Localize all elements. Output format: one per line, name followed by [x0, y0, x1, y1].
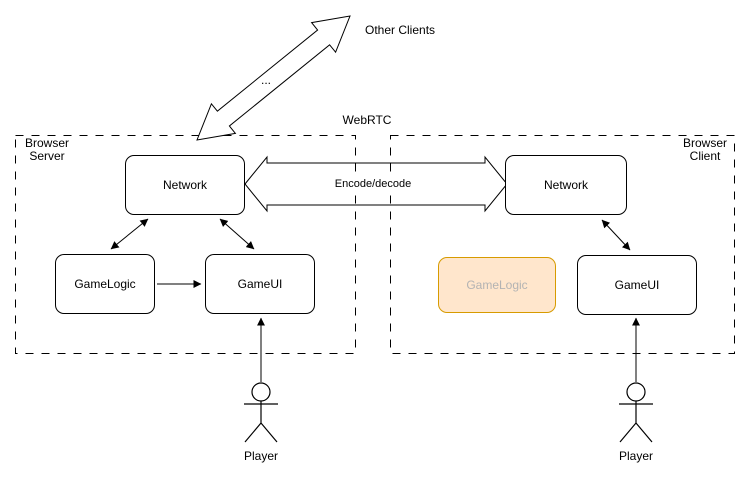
server-player-label: Player	[243, 449, 278, 463]
server-gameui-node: GameUI	[205, 254, 315, 314]
browser-client-group-outline	[390, 135, 735, 354]
client-gameui-node: GameUI	[577, 255, 697, 315]
client-player-label: Player	[618, 449, 653, 463]
client-gamelogic-node: GameLogic	[438, 257, 556, 313]
server-network-node: Network	[125, 155, 245, 215]
other-clients-arrow	[196, 15, 351, 141]
webrtc-label: WebRTC	[342, 113, 392, 127]
client-network-gameui-arrow	[601, 219, 631, 251]
ellipsis-label: ...	[260, 73, 271, 87]
server-network-gameui-arrow	[219, 218, 255, 250]
encode-decode-label: Encode/decode	[331, 178, 415, 191]
client-network-node: Network	[505, 155, 627, 215]
server-gamelogic-node: GameLogic	[55, 254, 155, 314]
other-clients-label: Other Clients	[365, 23, 436, 37]
server-network-gamelogic-arrow	[110, 218, 149, 250]
browser-server-group-label: Browser Server	[24, 136, 69, 163]
browser-server-group-outline	[15, 135, 356, 354]
browser-client-group-label: Browser Client	[682, 136, 727, 163]
server-player-figure	[244, 382, 278, 443]
client-player-figure	[619, 382, 653, 443]
